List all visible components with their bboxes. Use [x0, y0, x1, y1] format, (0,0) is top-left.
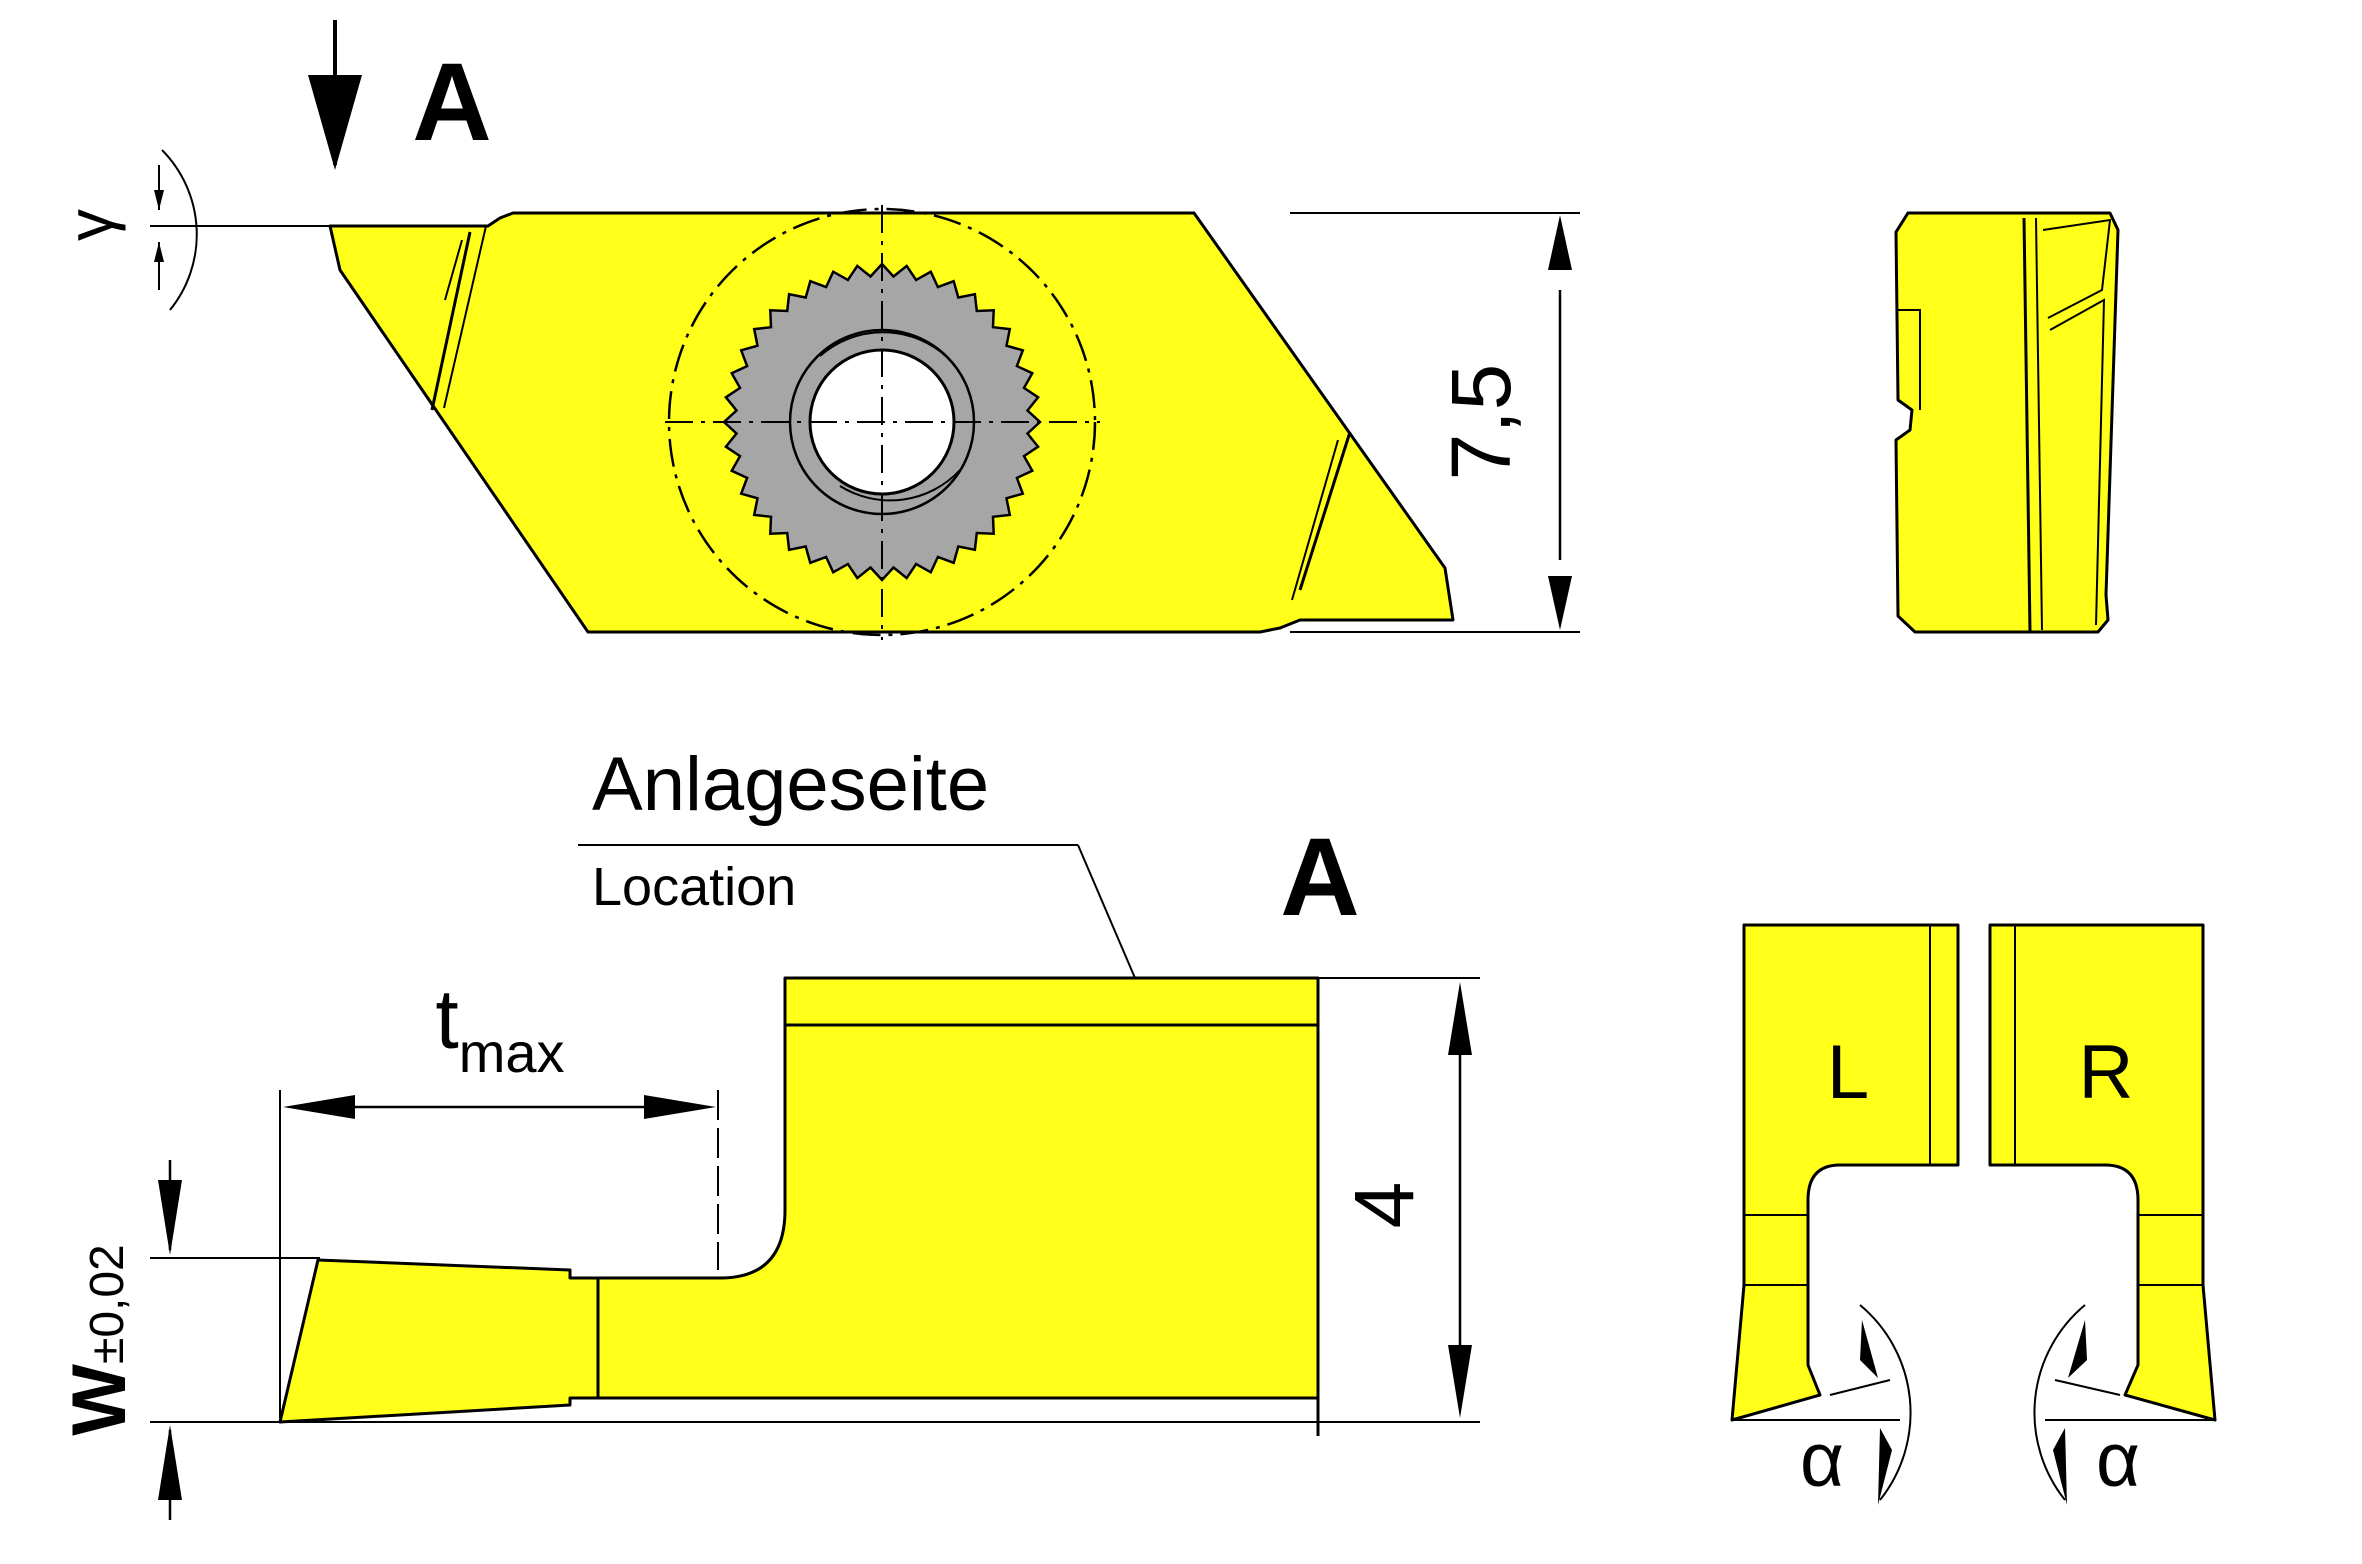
gamma-label: γ	[54, 209, 126, 241]
insert-section-body	[596, 976, 1320, 1400]
insert-side-body	[1894, 211, 2120, 634]
section-a-bottom-label: A	[1280, 816, 1359, 939]
side-view	[1894, 211, 2120, 634]
tmax-label: tmax	[435, 972, 564, 1084]
right-hand-insert	[1988, 923, 2217, 1422]
tmax-main: t	[435, 972, 458, 1066]
anlageseite-label: Anlageseite	[592, 742, 989, 827]
alpha-right-label: α	[2096, 1418, 2140, 1503]
tmax-sub: max	[459, 1021, 565, 1084]
section-view: tmax W±0,02 4 Anlageseite Location A	[57, 742, 1480, 1520]
w-main: W	[57, 1364, 142, 1436]
cutting-tip	[278, 1258, 600, 1424]
alpha-left-label: α	[1800, 1418, 1844, 1503]
right-hand-label: R	[2079, 1030, 2134, 1115]
w-tolerance-label: W±0,02	[57, 1244, 142, 1436]
lr-views: L R α α	[1730, 923, 2217, 1505]
thickness-dimension-label: 4	[1337, 1182, 1431, 1229]
left-hand-insert	[1730, 923, 1960, 1422]
section-a-top-label: A	[412, 41, 491, 164]
left-hand-label: L	[1827, 1030, 1869, 1115]
location-label: Location	[592, 857, 796, 917]
height-dimension-label: 7,5	[1434, 364, 1528, 481]
top-view: γ A 7,5	[54, 20, 1580, 640]
w-sub: ±0,02	[81, 1244, 134, 1364]
